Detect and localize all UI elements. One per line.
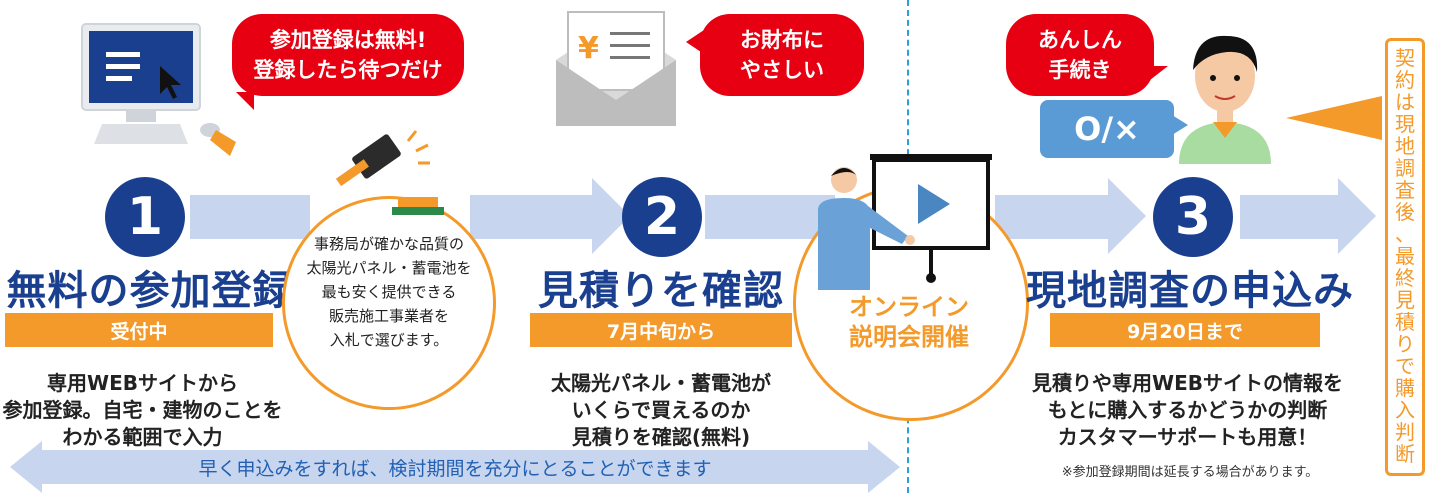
vertical-char: 後 [1395,200,1415,224]
flow-arrowhead [1338,178,1376,254]
double-arrow-left-head [10,441,42,493]
flow-bar [995,195,1110,239]
flow-bar [470,195,595,239]
step-number-3: 3 [1153,177,1233,257]
vertical-char: 終 [1395,266,1415,290]
speech-bubble-easy: あんしん 手続き [1006,14,1154,96]
flow-arrowhead [1108,178,1146,254]
vertical-char: 断 [1395,442,1415,466]
online-session-label: オンライン 説明会開催 [803,292,1015,352]
online-line: オンライン [849,293,969,321]
vertical-char: 判 [1395,420,1415,444]
timeline-arrow-text: 早く申込みをすれば、検討期間を充分にとることができます [40,450,870,484]
vertical-char: 最 [1395,244,1415,268]
vertical-char: り [1395,332,1415,356]
bubble-line: 登録したら待つだけ [253,58,443,82]
speech-bubble-free: 参加登録は無料! 登録したら待つだけ [232,14,464,96]
bubble-line: やさしい [740,58,824,82]
desc-line: もとに購入するかどうかの判断 [1047,398,1328,422]
auction-line: 最も安く提供できる [321,283,457,301]
bubble-line: 参加登録は無料! [269,28,427,52]
vertical-char: は [1395,90,1415,114]
vertical-char: 入 [1395,398,1415,422]
bubble-tail [1150,66,1168,80]
vertical-char: 調 [1395,156,1415,180]
bubble-line: 手続き [1048,58,1112,82]
vertical-char: 査 [1395,178,1415,202]
footnote: ※参加登録期間は延長する場合があります。 [1061,465,1319,480]
speech-bubble-wallet: お財布に やさしい [700,14,864,96]
envelope-icon: ¥ [552,10,680,130]
ox-speech-box: O/× [1040,100,1174,158]
step-number-1: 1 [105,177,185,257]
step-number-2: 2 [622,177,702,257]
auction-line: 販売施工事業者を [328,307,449,325]
vertical-char: 購 [1395,376,1415,400]
auction-circle [282,196,496,410]
online-line: 説明会開催 [849,323,969,351]
step-title-3: 現地調査の申込み [1026,268,1354,314]
status-badge-2: 7月中旬から [530,313,792,347]
desc-line: いくらで買えるのか [571,398,751,422]
yen-symbol: ¥ [578,31,599,66]
desc-line: カスタマーサポートも用意！ [1057,425,1318,449]
status-badge-3: 9月20日まで [1050,313,1320,347]
desc-line: 参加登録。自宅・建物のことを [2,398,283,422]
vertical-char: 見 [1395,288,1415,312]
presentation-icon [810,150,1010,290]
computer-icon [80,22,240,172]
callout-pointer [1286,96,1382,140]
auction-description: 事務局が確かな品質の 太陽光パネル・蓄電池を 最も安く提供できる 販売施工事業者… [282,232,496,352]
vertical-char: 地 [1395,134,1415,158]
desc-line: 見積りや専用WEBサイトの情報を [1032,371,1343,395]
auction-line: 事務局が確かな品質の [313,235,464,253]
flow-bar [1240,195,1340,239]
status-badge-1: 受付中 [5,313,273,347]
bubble-tail [1172,115,1188,135]
step-description-2: 太陽光パネル・蓄電池が いくらで買えるのか 見積りを確認(無料) [520,370,802,451]
step-description-3: 見積りや専用WEBサイトの情報を もとに購入するかどうかの判断 カスタマーサポー… [1020,370,1355,451]
step-description-1: 専用WEBサイトから 参加登録。自宅・建物のことを わかる範囲で入力 [0,370,285,451]
step-title-2: 見積りを確認 [538,268,784,314]
desc-line: 見積りを確認(無料) [571,425,751,449]
bubble-line: あんしん [1038,28,1122,52]
bubble-tail [686,30,704,54]
flow-bar [705,195,835,239]
bubble-tail [236,92,254,110]
vertical-callout: 契 約 は 現 地 調 査 後 、 最 終 見 積 り で 購 入 判 断 [1385,38,1425,476]
gavel-icon [330,125,450,220]
desc-line: 太陽光パネル・蓄電池が [551,371,771,395]
auction-line: 入札で選びます。 [329,331,449,349]
vertical-char: 現 [1395,112,1415,136]
vertical-char: で [1395,354,1415,378]
desc-line: わかる範囲で入力 [62,425,223,449]
vertical-char: 、 [1395,222,1415,246]
bubble-line: お財布に [740,28,824,52]
person-icon [1165,14,1285,164]
flow-bar [190,195,310,239]
auction-line: 太陽光パネル・蓄電池を [306,259,472,277]
double-arrow-right-head [868,441,900,493]
step-title-1: 無料の参加登録 [6,268,294,314]
vertical-char: 契 [1395,46,1415,70]
vertical-char: 約 [1395,68,1415,92]
vertical-char: 積 [1395,310,1415,334]
desc-line: 専用WEBサイトから [47,371,238,395]
